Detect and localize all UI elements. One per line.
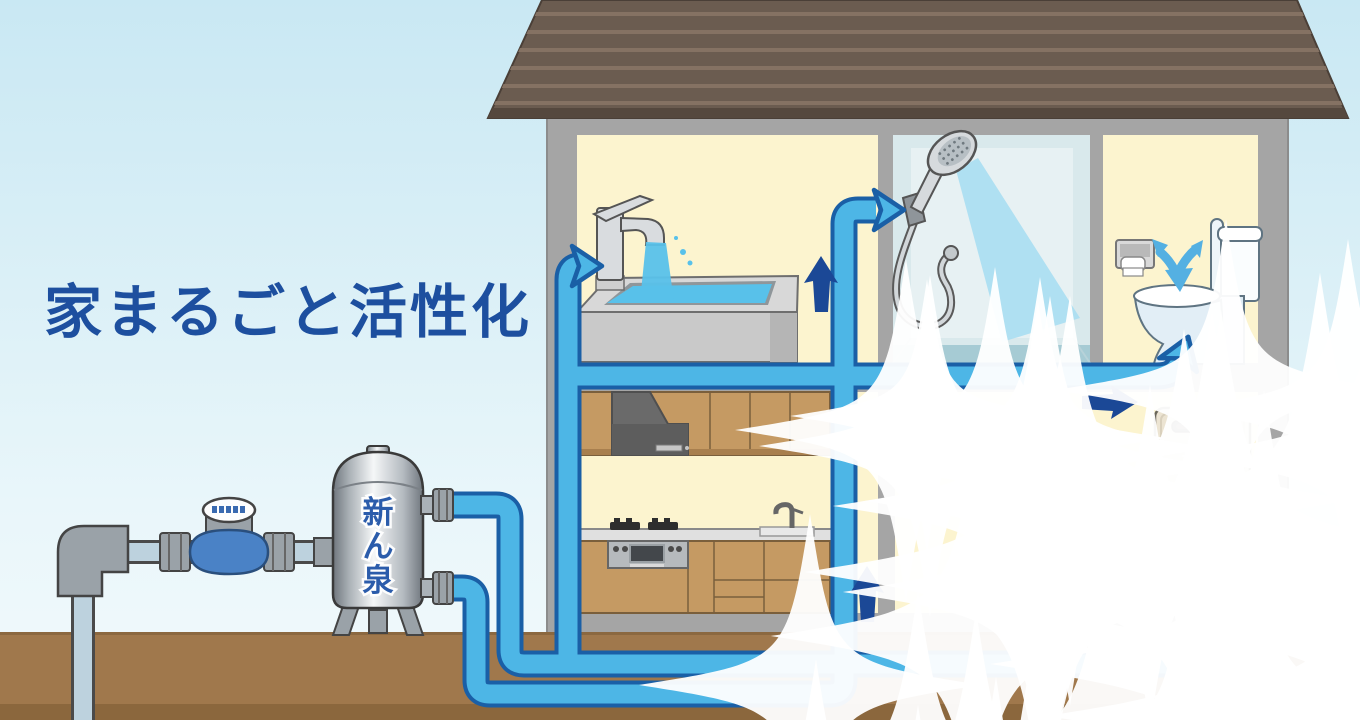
shower-head [926, 129, 978, 177]
tank-body [331, 450, 425, 610]
pipe-elbow [56, 524, 130, 598]
up-arrow-icon [804, 256, 838, 312]
sink-faucet [591, 194, 665, 291]
shinsen-activation-device: 新 ん 泉 [313, 445, 454, 636]
faucet-water-stream [640, 242, 674, 302]
water-meter [159, 496, 295, 576]
tank-outlet-ports [420, 488, 454, 605]
kitchen-small-faucet [759, 502, 815, 537]
meter-body [188, 528, 270, 576]
svg-text:新: 新 [363, 495, 394, 531]
kitchen-lower-cabinets [576, 540, 831, 614]
shower-hose [892, 218, 959, 331]
shower-spray [956, 158, 1080, 342]
svg-text:ん: ん [363, 529, 394, 565]
shower-flow-arrowhead-icon [871, 187, 907, 233]
sink-room [574, 135, 878, 363]
svg-text:泉: 泉 [363, 563, 394, 599]
sink-flow-arrowhead-icon [569, 243, 605, 289]
toilet-paper-holder [1115, 239, 1155, 277]
meter-digits [212, 506, 245, 513]
circulation-branch-arrow-icon [1152, 239, 1203, 292]
device-label: 新 ん 泉 [360, 493, 396, 602]
faucet-lever [591, 194, 655, 223]
street-water-pipe [56, 524, 330, 720]
roof [486, 0, 1350, 119]
range-hood [611, 391, 689, 456]
built-in-oven [607, 540, 689, 569]
page-title: 家まるごと活性化 [44, 278, 532, 346]
stove-burners [610, 518, 678, 530]
